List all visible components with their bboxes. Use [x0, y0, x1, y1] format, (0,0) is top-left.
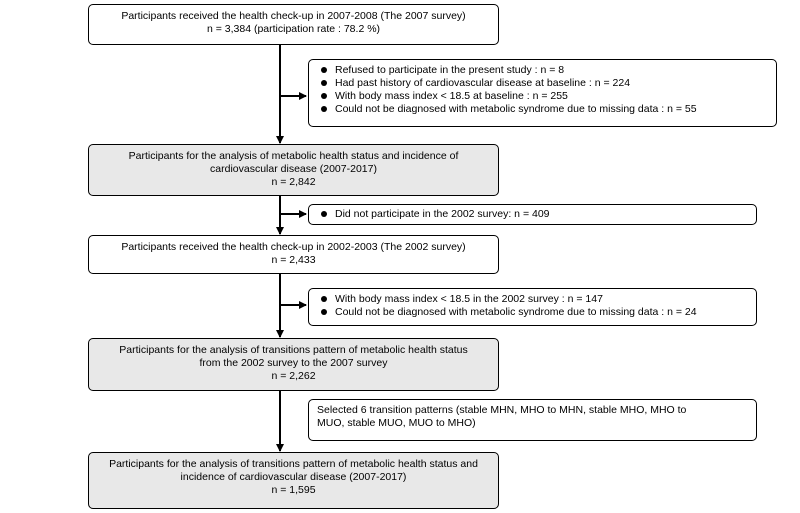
bullet-icon — [321, 106, 327, 112]
box-2007-survey-count: n = 3,384 (participation rate : 78.2 %) — [206, 23, 381, 35]
exclusion-box-3: With body mass index < 18.5 in the 2002 … — [308, 288, 757, 326]
box-2002-survey-count: n = 2,433 — [271, 254, 316, 266]
box-final-analysis-count: n = 1,595 — [271, 484, 316, 496]
bullet-icon — [321, 93, 327, 99]
box-cvd-analysis-line1: Participants for the analysis of metabol… — [128, 150, 459, 162]
box-transition-analysis-line2: from the 2002 survey to the 2007 survey — [199, 357, 388, 369]
selection-note-line1: Selected 6 transition patterns (stable M… — [317, 404, 687, 416]
selection-note-line2: MUO, stable MUO, MUO to MHO) — [317, 417, 476, 429]
exclusion-item: Could not be diagnosed with metabolic sy… — [317, 306, 748, 319]
exclusion-item: Had past history of cardiovascular disea… — [317, 77, 768, 90]
exclusion-box-2: Did not participate in the 2002 survey: … — [308, 204, 757, 225]
exclusion-item: Refused to participate in the present st… — [317, 64, 768, 77]
box-2002-survey-title: Participants received the health check-u… — [121, 241, 466, 253]
bullet-icon — [321, 309, 327, 315]
exclusion-item: Could not be diagnosed with metabolic sy… — [317, 103, 768, 116]
bullet-icon — [321, 211, 327, 217]
exclusion-item: Did not participate in the 2002 survey: … — [317, 208, 748, 221]
selection-note-box: Selected 6 transition patterns (stable M… — [308, 399, 757, 441]
exclusion-item: With body mass index < 18.5 in the 2002 … — [317, 293, 748, 306]
box-transition-analysis: Participants for the analysis of transit… — [88, 338, 499, 391]
box-cvd-analysis-line2: cardiovascular disease (2007-2017) — [210, 163, 377, 175]
box-2007-survey-title: Participants received the health check-u… — [121, 10, 466, 22]
box-cvd-analysis-count: n = 2,842 — [271, 176, 316, 188]
box-2007-survey: Participants received the health check-u… — [88, 4, 499, 45]
exclusion-item: With body mass index < 18.5 at baseline … — [317, 90, 768, 103]
box-final-analysis: Participants for the analysis of transit… — [88, 452, 499, 509]
box-2002-survey: Participants received the health check-u… — [88, 235, 499, 274]
box-cvd-analysis: Participants for the analysis of metabol… — [88, 144, 499, 196]
bullet-icon — [321, 296, 327, 302]
box-final-analysis-line2: incidence of cardiovascular disease (200… — [180, 471, 407, 483]
box-final-analysis-line1: Participants for the analysis of transit… — [109, 458, 478, 470]
exclusion-box-1: Refused to participate in the present st… — [308, 59, 777, 127]
box-transition-analysis-line1: Participants for the analysis of transit… — [119, 344, 468, 356]
bullet-icon — [321, 67, 327, 73]
box-transition-analysis-count: n = 2,262 — [271, 370, 316, 382]
bullet-icon — [321, 80, 327, 86]
